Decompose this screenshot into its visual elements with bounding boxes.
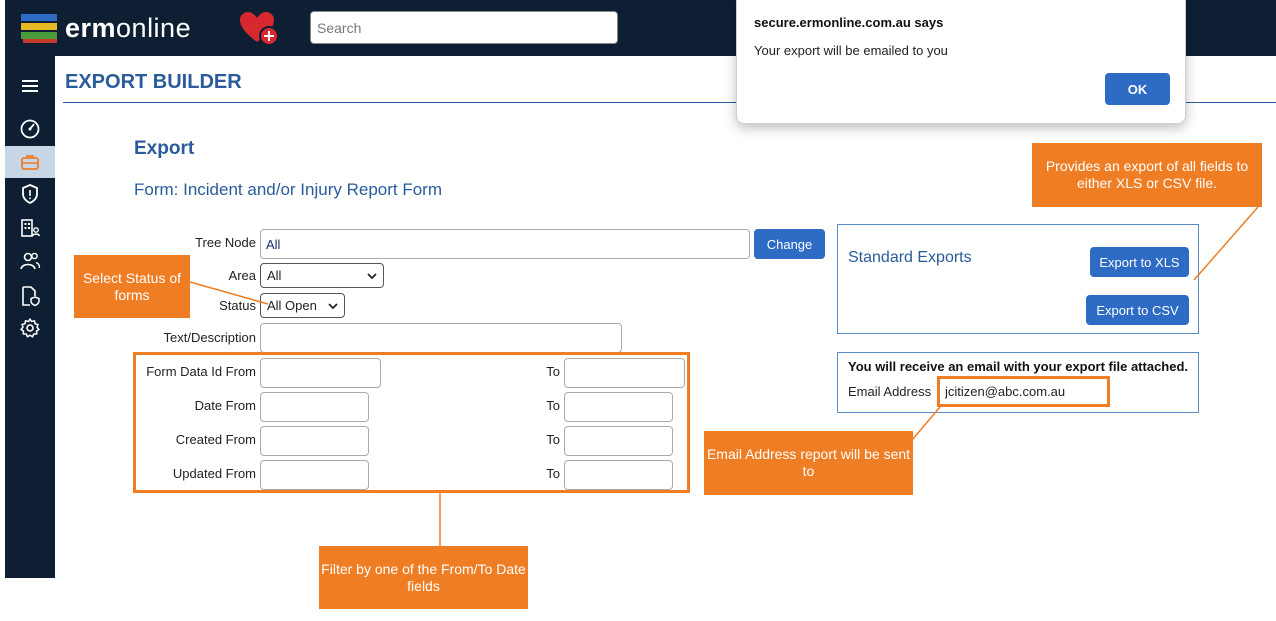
sidebar-item-incidents[interactable] xyxy=(5,178,55,210)
logo-text[interactable]: ermonline xyxy=(65,13,192,43)
chevron-down-icon xyxy=(328,302,338,309)
created-to-input[interactable] xyxy=(564,426,673,456)
form-data-id-from-input[interactable] xyxy=(260,358,381,388)
chevron-down-icon xyxy=(367,272,377,279)
callout-filter: Filter by one of the From/To Date fields xyxy=(319,546,528,609)
email-address-input[interactable] xyxy=(937,376,1110,407)
form-name: Form: Incident and/or Injury Report Form xyxy=(134,180,443,199)
browser-alert-dialog: secure.ermonline.com.au says Your export… xyxy=(736,0,1186,124)
standard-exports-title: Standard Exports xyxy=(848,249,972,266)
date-to-label: To xyxy=(546,398,560,413)
sidebar-item-export[interactable] xyxy=(5,146,55,178)
export-csv-button[interactable]: Export to CSV xyxy=(1086,295,1189,325)
text-description-label: Text/Description xyxy=(163,330,256,345)
search-input[interactable] xyxy=(310,11,618,44)
briefcase-icon xyxy=(21,155,39,170)
shield-alert-icon xyxy=(22,184,38,205)
area-label: Area xyxy=(228,268,256,283)
menu-icon xyxy=(22,80,38,92)
dashboard-icon xyxy=(20,119,40,139)
erm-logo-icon[interactable] xyxy=(21,12,59,44)
export-xls-button[interactable]: Export to XLS xyxy=(1090,247,1189,277)
section-title: Export xyxy=(134,138,195,159)
email-address-label: Email Address xyxy=(848,384,932,399)
updated-from-label: Updated From xyxy=(172,466,256,481)
tree-node-input[interactable] xyxy=(260,229,750,259)
dialog-ok-button[interactable]: OK xyxy=(1105,73,1170,105)
form-data-id-from-label: Form Data Id From xyxy=(146,364,256,379)
updated-to-input[interactable] xyxy=(564,460,673,490)
document-shield-icon xyxy=(22,286,40,307)
email-notice: You will receive an email with your expo… xyxy=(848,359,1189,374)
sidebar-item-settings[interactable] xyxy=(5,312,55,344)
sidebar-item-menu[interactable] xyxy=(5,70,55,102)
sidebar-item-organisation[interactable] xyxy=(5,212,55,244)
building-user-icon xyxy=(21,219,41,237)
area-select-value: All xyxy=(267,268,282,283)
updated-from-input[interactable] xyxy=(260,460,369,490)
sidebar-item-dashboard[interactable] xyxy=(5,113,55,145)
heart-add-icon[interactable] xyxy=(240,12,280,46)
filter-highlight-box xyxy=(133,352,690,493)
date-from-label: Date From xyxy=(194,398,256,413)
callout-status: Select Status of forms xyxy=(74,255,190,318)
date-from-input[interactable] xyxy=(260,392,369,422)
users-icon xyxy=(20,252,41,270)
status-select-value: All Open xyxy=(267,298,317,313)
gear-icon xyxy=(20,318,40,338)
status-select[interactable]: All Open xyxy=(260,293,345,318)
text-description-input[interactable] xyxy=(260,323,622,353)
dialog-title: secure.ermonline.com.au says xyxy=(754,15,944,30)
dialog-message: Your export will be emailed to you xyxy=(754,43,948,58)
form-data-id-to-label: To xyxy=(546,364,560,379)
tree-node-label: Tree Node xyxy=(195,235,256,250)
sidebar-item-documents[interactable] xyxy=(5,280,55,312)
area-select[interactable]: All xyxy=(260,263,384,288)
change-button[interactable]: Change xyxy=(754,229,825,259)
form-data-id-to-input[interactable] xyxy=(564,358,685,388)
created-from-label: Created From xyxy=(175,432,256,447)
sidebar xyxy=(5,56,55,578)
sidebar-item-people[interactable] xyxy=(5,245,55,277)
title-divider xyxy=(63,102,1276,103)
callout-email: Email Address report will be sent to xyxy=(704,431,913,495)
callout-exports: Provides an export of all fields to eith… xyxy=(1032,143,1262,207)
created-to-label: To xyxy=(546,432,560,447)
page-title: EXPORT BUILDER xyxy=(65,71,242,93)
date-to-input[interactable] xyxy=(564,392,673,422)
created-from-input[interactable] xyxy=(260,426,369,456)
updated-to-label: To xyxy=(546,466,560,481)
